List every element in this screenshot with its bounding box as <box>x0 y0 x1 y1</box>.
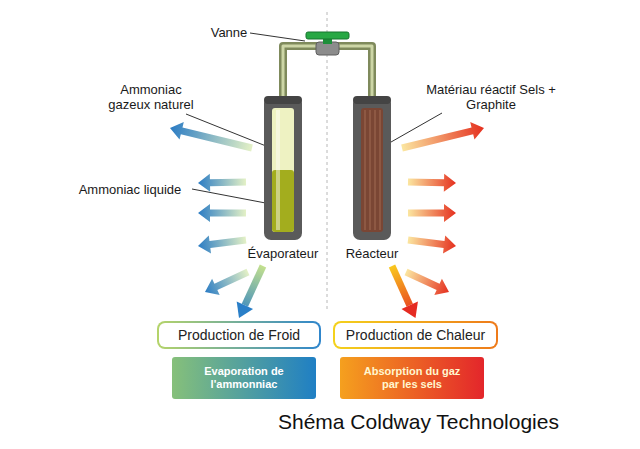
reactive-material <box>361 108 383 232</box>
divider-line <box>327 12 328 312</box>
process-label: Absorption du gaz par les sels <box>357 365 467 391</box>
heat-arrow <box>198 204 246 222</box>
heat-arrow <box>408 174 456 192</box>
caption: Shéma Coldway Technologies <box>278 410 559 434</box>
material-texture <box>370 110 371 230</box>
vessel-name: Évaporateur <box>248 246 319 262</box>
part-label: Vanne <box>205 25 253 40</box>
cylinder-drawing <box>264 96 302 240</box>
output-arrow <box>392 266 418 318</box>
output-box: Production de Chaleur <box>333 321 498 349</box>
heat-arrow <box>405 269 449 295</box>
heat-arrow <box>198 174 246 192</box>
heat-arrow <box>408 204 456 222</box>
arrow-head <box>237 302 253 318</box>
radiation-arrows <box>170 122 484 295</box>
leader-line <box>192 189 276 205</box>
cylinder-shell <box>264 96 302 240</box>
valve-handle <box>306 32 349 39</box>
cylinder-shell <box>353 96 391 240</box>
material-texture <box>375 110 376 230</box>
leader-line <box>186 114 276 150</box>
heat-arrow <box>408 236 456 254</box>
process-band: Absorption du gaz par les sels <box>340 357 484 399</box>
process-band: Evaporation de l'ammonniac <box>172 357 316 399</box>
leader-line <box>250 33 305 41</box>
heat-arrow <box>205 269 249 295</box>
cylinder-cap <box>353 96 391 104</box>
arrow-shaft <box>245 266 263 305</box>
material-texture <box>365 110 366 230</box>
material-texture <box>380 110 381 230</box>
process-label: Evaporation de l'ammonniac <box>189 365 299 391</box>
gas-ammonia <box>272 108 294 232</box>
cylinder-cap <box>264 96 302 104</box>
glass-highlight <box>276 110 280 230</box>
heat-arrow <box>401 122 484 151</box>
arrow-head <box>402 302 418 318</box>
vessel-name: Réacteur <box>346 246 399 262</box>
heat-arrow <box>170 122 253 151</box>
part-label: Ammoniac gazeux naturel <box>100 82 202 112</box>
part-label: Ammoniac liquide <box>66 182 194 197</box>
heat-arrow <box>198 236 246 254</box>
valve-symbol <box>306 32 349 55</box>
part-label: Matériau réactif Sels + Graphite <box>425 82 557 112</box>
output-label: Production de Froid <box>172 327 306 344</box>
output-arrow <box>237 266 263 318</box>
output-label: Production de Chaleur <box>340 327 491 344</box>
reactor-cylinder: Réacteur <box>327 96 417 262</box>
arrow-shaft <box>392 266 410 305</box>
liquid-ammonia <box>272 170 294 232</box>
evaporator-cylinder: Évaporateur <box>238 96 328 262</box>
cylinder-drawing <box>353 96 391 240</box>
output-box: Production de Froid <box>157 321 321 349</box>
